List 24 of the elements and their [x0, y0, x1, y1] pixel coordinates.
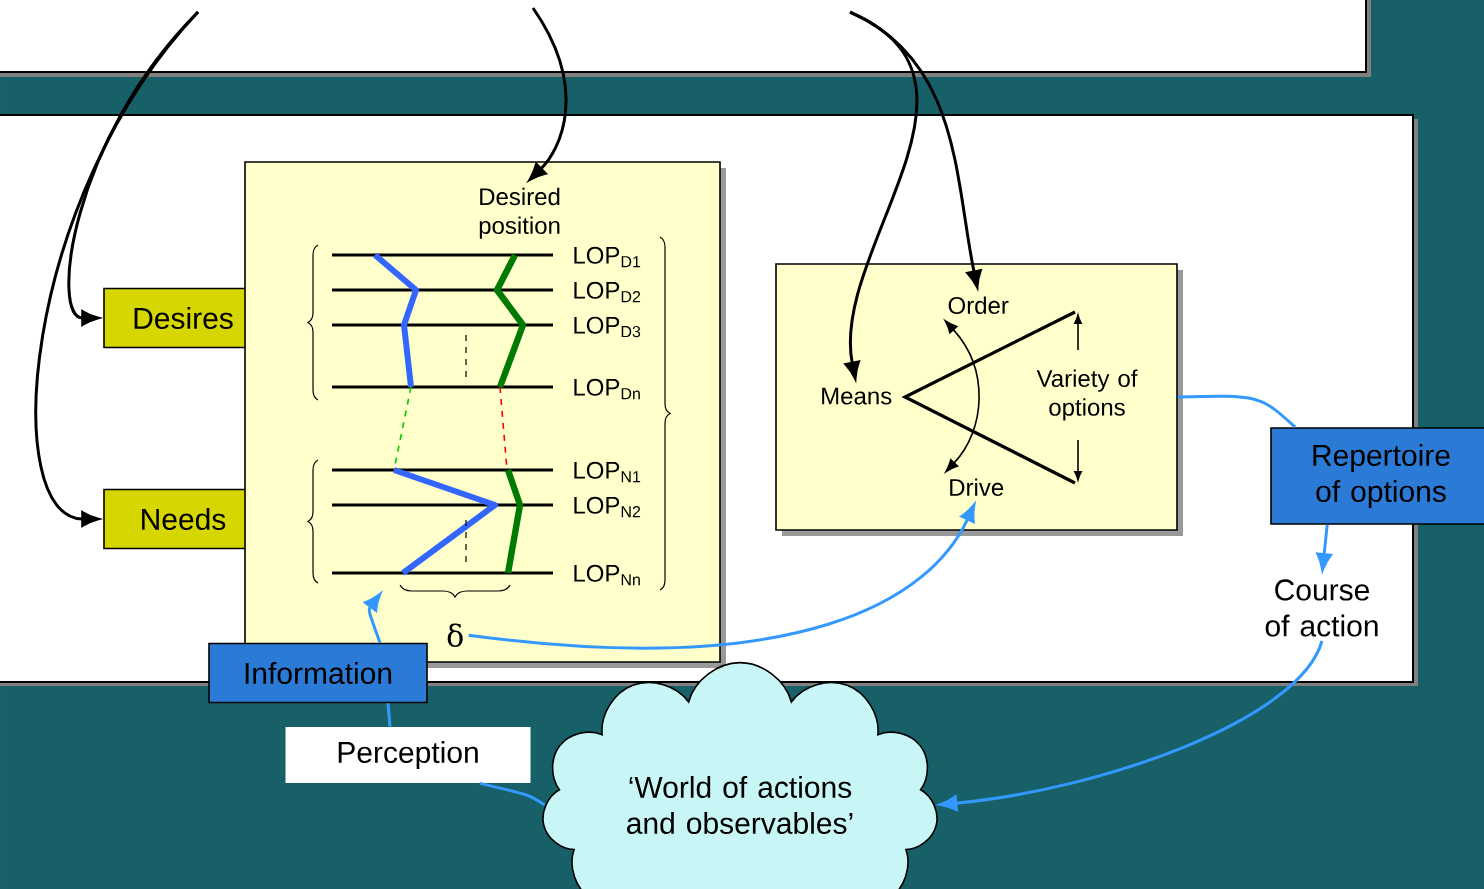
node-label: Course of action	[1265, 579, 1378, 637]
arrow	[944, 320, 980, 473]
connector-line	[386, 703, 392, 727]
level-label: LOP$_{D2}$	[574, 281, 641, 303]
level-label: LOP$_{Dn}$	[574, 378, 640, 400]
arrow	[528, 7, 568, 181]
panel-heading: Desired position	[479, 187, 560, 239]
panel	[775, 263, 1183, 536]
pole-label: Order	[948, 296, 1009, 314]
level-label: LOP$_{D3}$	[574, 316, 641, 338]
connector-line	[1177, 394, 1297, 429]
concept-box: Information	[208, 642, 428, 704]
concept-box: Repertoire of options	[1270, 427, 1484, 525]
text-box: Perception	[285, 727, 531, 783]
pole-label: Drive	[950, 478, 1004, 496]
arrow	[67, 11, 200, 326]
arrow	[34, 11, 200, 527]
cloud: ‘World of actions and observables’	[542, 661, 938, 889]
level-label: LOP$_{N1}$	[574, 461, 641, 483]
delta-symbol: δ	[447, 623, 463, 647]
connector-line	[479, 781, 546, 807]
pole-label: Means	[822, 387, 892, 405]
level-label: LOP$_{D1}$	[574, 246, 641, 268]
axis-label: Variety of options	[1036, 369, 1138, 421]
